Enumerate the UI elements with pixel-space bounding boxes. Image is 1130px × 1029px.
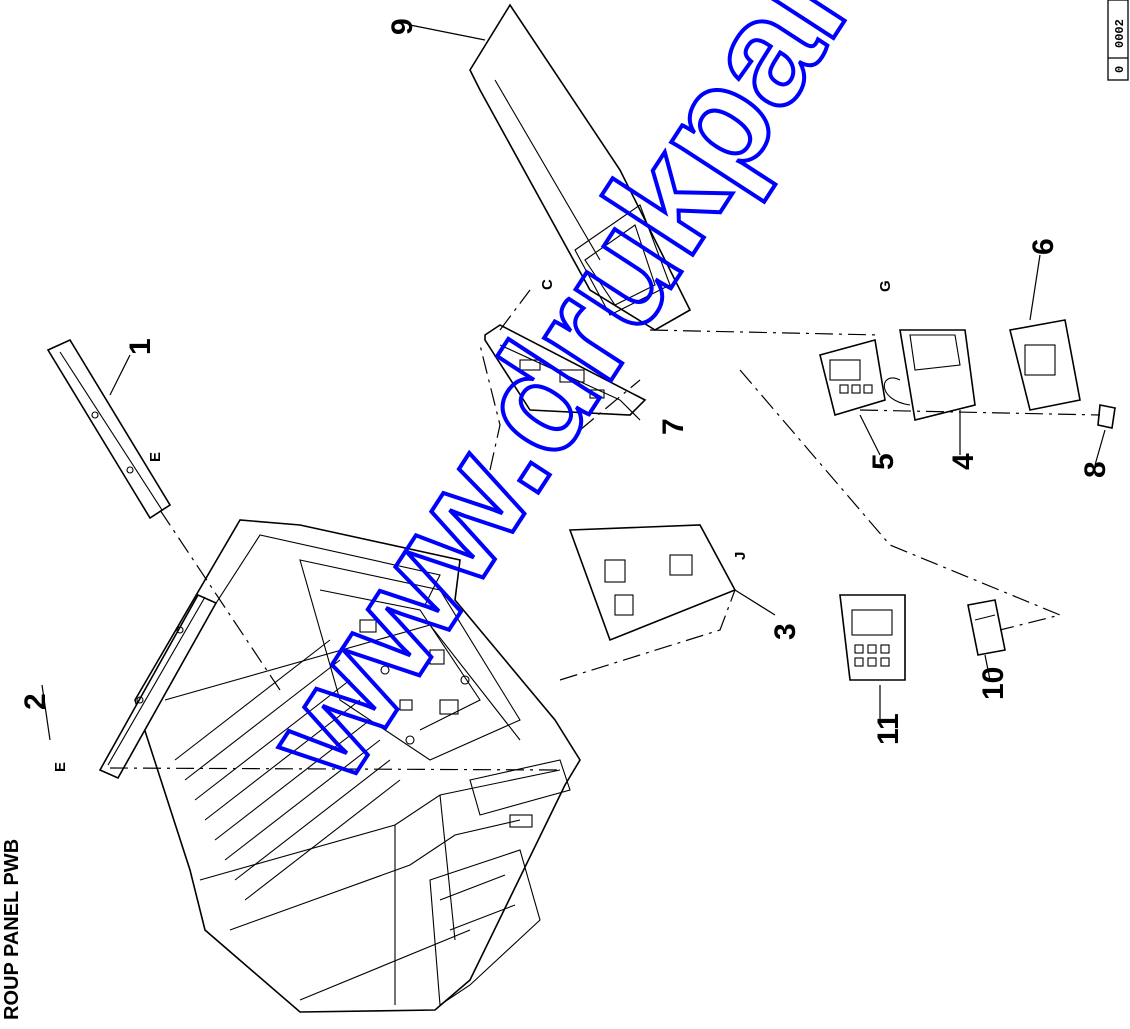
callout-9: 9 <box>386 18 419 35</box>
callout-4: 4 <box>947 453 980 470</box>
part-8-clip <box>1097 404 1116 429</box>
sheet-number: 0002 <box>1113 19 1127 48</box>
part-10-board <box>967 599 1006 656</box>
part-1-bracket <box>46 338 172 520</box>
revision-number: 0 <box>1113 66 1127 73</box>
leader-lines <box>41 24 1106 741</box>
revision-stamp: 0 0002 <box>1107 0 1129 81</box>
callout-11: 11 <box>872 713 905 745</box>
callout-2: 2 <box>19 693 52 710</box>
callout-3: 3 <box>769 623 802 640</box>
callout-7: 7 <box>657 418 690 435</box>
part-11-keypad <box>839 594 906 681</box>
letter-c: C <box>539 279 556 290</box>
part-4-unit <box>883 329 976 421</box>
letter-e-right: E <box>147 452 164 462</box>
assembly-lines <box>109 289 1101 771</box>
part-5-panel <box>819 338 886 417</box>
callout-8: 8 <box>1079 461 1112 478</box>
part-9-cover <box>469 3 692 331</box>
page-title: ROUP PANEL PWB <box>1 839 23 1020</box>
callout-10: 10 <box>977 667 1010 700</box>
callout-6: 6 <box>1027 238 1060 255</box>
letter-e-left: E <box>52 762 69 772</box>
part-3-plate <box>568 524 737 642</box>
callout-5: 5 <box>867 453 900 470</box>
part-2-bracket <box>98 593 218 780</box>
part-6-plate <box>1009 319 1081 411</box>
letter-g: G <box>877 280 894 292</box>
callout-1: 1 <box>124 338 157 355</box>
printer-main-body <box>134 519 581 1013</box>
part-7-board <box>484 324 647 416</box>
letter-j: J <box>732 552 749 560</box>
